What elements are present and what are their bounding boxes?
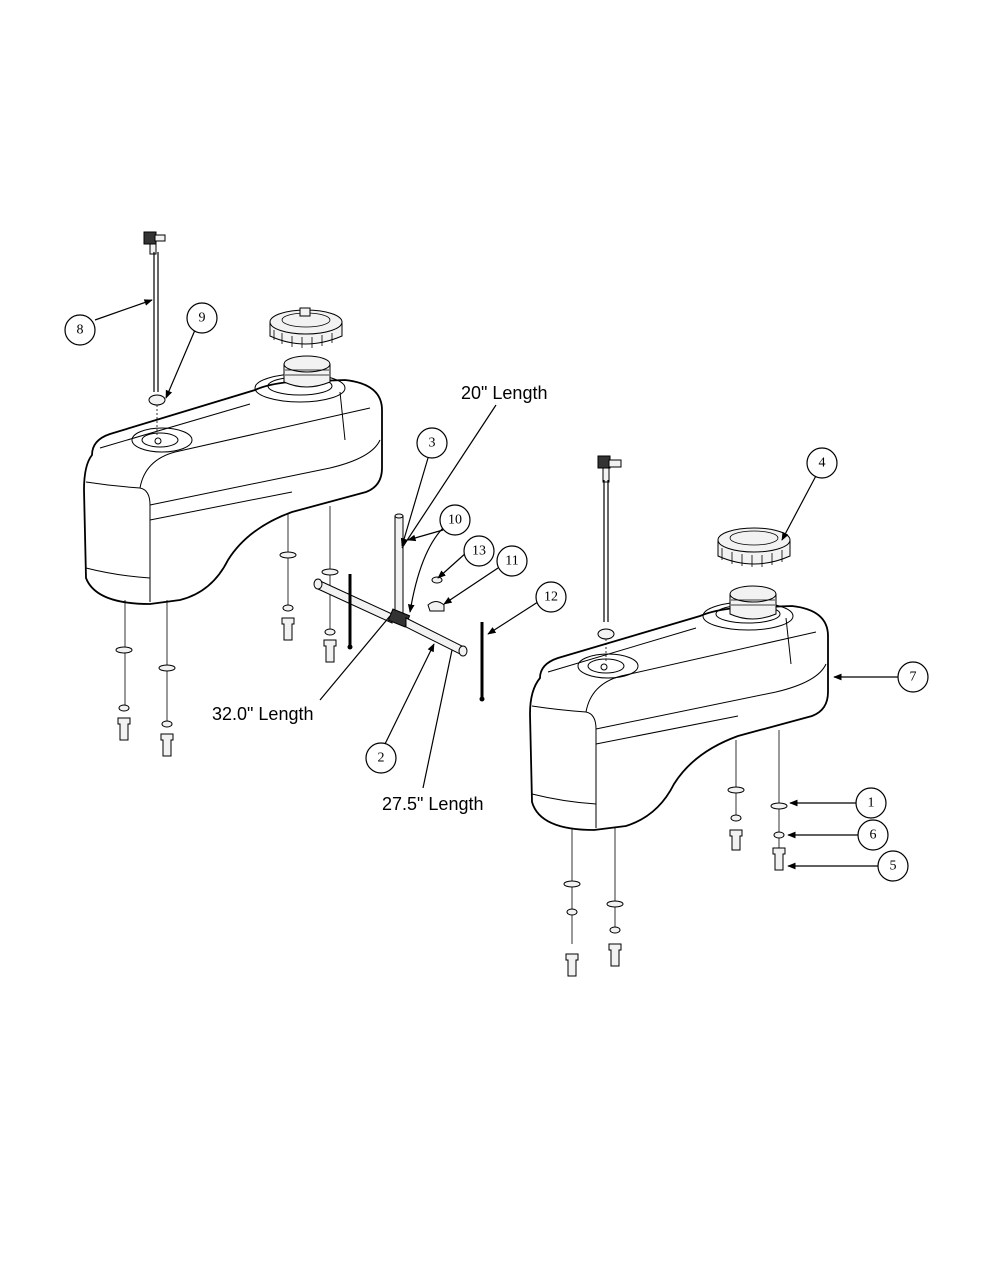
- callout-13: 13: [463, 535, 495, 567]
- hose-32-length-label: 32.0" Length: [212, 704, 313, 724]
- callout-12: 12: [535, 581, 567, 613]
- callout-1-label: 1: [868, 796, 875, 811]
- callout-6: 6: [857, 819, 889, 851]
- callout-7-label: 7: [910, 670, 917, 685]
- callout-2-label: 2: [378, 751, 385, 766]
- leader-lines: [94, 299, 898, 870]
- right-fuel-cap: [717, 527, 791, 567]
- right-filler-neck: [729, 585, 777, 620]
- callout-13-label: 13: [472, 544, 486, 559]
- right-tank-hardware: [563, 730, 788, 977]
- callout-4: 4: [806, 447, 838, 479]
- callout-9: 9: [186, 302, 218, 334]
- callout-5-label: 5: [890, 859, 897, 874]
- left-fuel-tank: [83, 373, 383, 605]
- callout-11-label: 11: [505, 554, 518, 569]
- callout-2: 2: [365, 742, 397, 774]
- callout-4-label: 4: [819, 456, 826, 471]
- callout-3: 3: [416, 427, 448, 459]
- callout-3-label: 3: [429, 436, 436, 451]
- callout-10-label: 10: [448, 513, 462, 528]
- fuel-hose-assembly: [313, 513, 485, 702]
- callout-11: 11: [496, 545, 528, 577]
- callout-12-label: 12: [544, 590, 558, 605]
- left-fuel-cap: [269, 307, 343, 348]
- hose-20-length-label: 20" Length: [461, 383, 547, 403]
- callout-5: 5: [877, 850, 909, 882]
- left-tank-hardware: [115, 506, 339, 757]
- callout-8: 8: [64, 314, 96, 346]
- hose-27-length-label: 27.5" Length: [382, 794, 483, 814]
- right-fuel-sender: [597, 455, 622, 662]
- callout-9-label: 9: [199, 311, 206, 326]
- callout-8-label: 8: [77, 323, 84, 338]
- left-filler-neck: [283, 355, 331, 388]
- callout-1: 1: [855, 787, 887, 819]
- callout-7: 7: [897, 661, 929, 693]
- right-fuel-tank: [529, 601, 829, 831]
- left-fuel-sender: [143, 231, 166, 436]
- callout-10: 10: [439, 504, 471, 536]
- callout-6-label: 6: [870, 828, 877, 843]
